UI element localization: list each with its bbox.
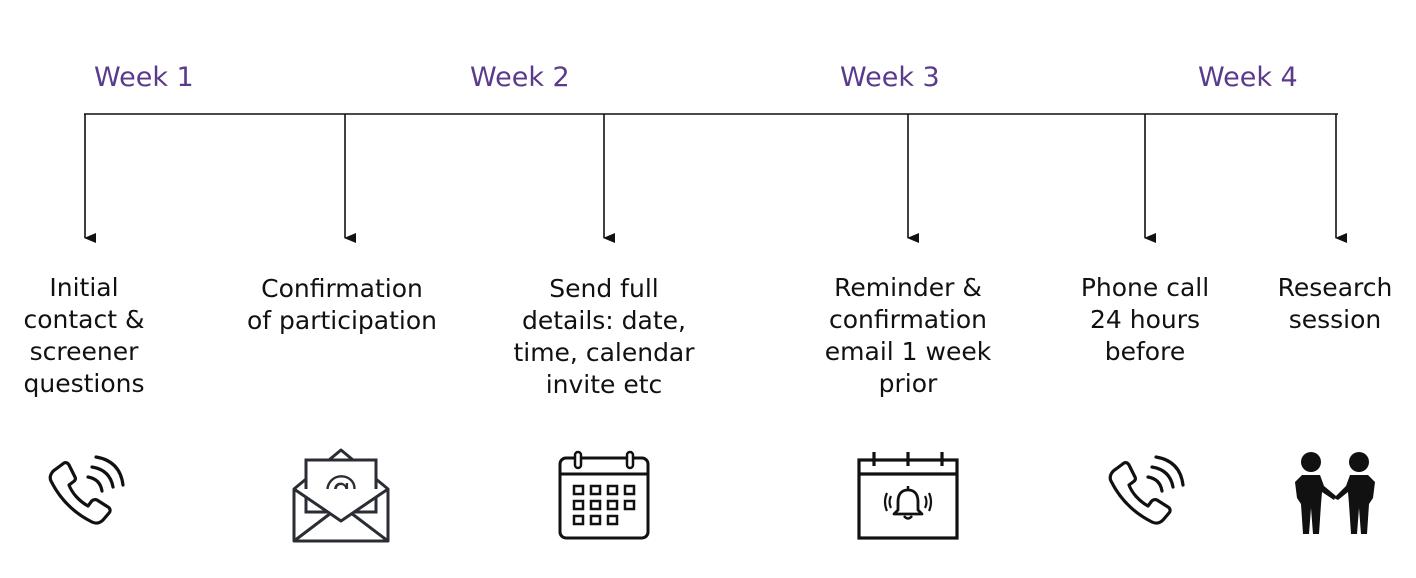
week-4-label: Week 4 [1198, 62, 1298, 93]
timeline [84, 113, 1347, 243]
step-5-text: Phone call 24 hours before [1081, 272, 1209, 368]
calendar-icon [558, 450, 650, 540]
step-4-text: Reminder & confirmation email 1 week pri… [825, 272, 991, 400]
week-3-label: Week 3 [840, 62, 940, 93]
step-3-line-1: Send full [549, 274, 659, 303]
step-4-line-3: email 1 week [824, 337, 992, 366]
calendar-alarm-icon [857, 452, 959, 540]
step-4-line-2: confirmation [828, 305, 988, 334]
step-2-line-2: of participation [246, 306, 438, 335]
step-3-line-3: time, calendar [513, 338, 695, 367]
phone-call-icon [48, 455, 125, 525]
step-1-line-3: screener [29, 337, 139, 366]
week-1-label: Week 1 [94, 62, 194, 93]
step-1-line-4: questions [23, 369, 145, 398]
step-5-line-3: before [1104, 337, 1186, 366]
step-5-line-1: Phone call [1080, 273, 1210, 302]
two-people-icon [1295, 452, 1375, 534]
step-1-line-2: contact & [23, 305, 145, 334]
step-2-line-1: Confirmation [261, 274, 423, 303]
step-4-line-4: prior [878, 369, 938, 398]
step-3-line-4: invite etc [545, 370, 663, 399]
step-3-text: Send full details: date, time, calendar … [513, 273, 694, 401]
step-6-line-1: Research [1277, 273, 1393, 302]
step-3-line-2: details: date, [522, 306, 686, 335]
step-6-text: Research session [1278, 272, 1393, 336]
step-2-text: Confirmation of participation [247, 273, 437, 337]
step-6-line-2: session [1288, 305, 1382, 334]
week-2-label: Week 2 [470, 62, 570, 93]
email-envelope-icon: @ [292, 448, 390, 543]
step-1-text: Initial contact & screener questions [23, 272, 144, 400]
step-4-line-1: Reminder & [834, 273, 982, 302]
phone-call-icon [1108, 455, 1185, 525]
step-1-line-1: Initial [49, 273, 119, 302]
step-5-line-2: 24 hours [1089, 305, 1201, 334]
